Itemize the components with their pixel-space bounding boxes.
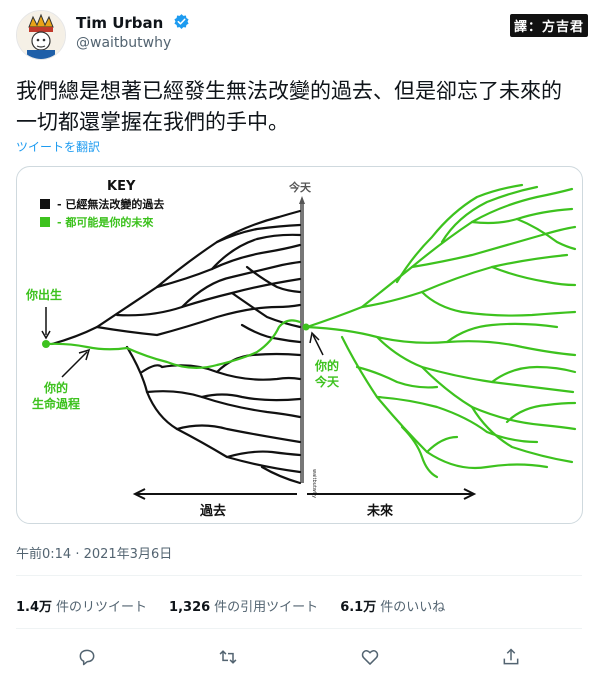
life-label-line1: 你的 <box>43 380 68 395</box>
author-name-row[interactable]: Tim Urban <box>76 13 190 32</box>
today-pointer-arrowhead-icon <box>309 331 320 344</box>
avatar[interactable] <box>16 10 66 60</box>
today-pointer-arrow <box>312 334 324 356</box>
key-past-swatch <box>40 199 50 209</box>
tweet-timestamp[interactable]: 午前0:14 · 2021年3月6日 <box>16 547 173 562</box>
divider-top <box>16 575 582 576</box>
reply-button[interactable] <box>70 640 104 674</box>
retweet-button[interactable] <box>211 640 245 674</box>
today-line <box>300 204 304 483</box>
key-future-swatch <box>40 217 50 227</box>
past-axis-arrow-icon <box>132 488 146 500</box>
tweet-actions <box>16 640 582 674</box>
your-today-line2: 今天 <box>314 374 340 389</box>
likes-count: 6.1万 <box>340 600 377 615</box>
verified-badge-icon <box>173 14 189 29</box>
today-dot <box>302 323 310 331</box>
life-arrow <box>61 351 88 378</box>
birth-dot <box>42 340 50 348</box>
reply-icon <box>79 649 95 666</box>
author-handle[interactable]: @waitbutwhy <box>76 35 172 51</box>
past-paths <box>50 209 302 485</box>
retweet-icon <box>219 650 237 664</box>
retweets-count: 1.4万 <box>16 600 53 615</box>
key-future-label: - 都可能是你的未來 <box>57 215 153 229</box>
likes-label: 件のいいね <box>380 600 446 615</box>
life-path <box>45 319 302 369</box>
like-button[interactable] <box>353 640 387 674</box>
birth-label: 你出生 <box>25 287 62 302</box>
life-arrowhead-icon <box>78 348 91 361</box>
quotes-count: 1,326 <box>169 600 211 615</box>
tweet-image[interactable]: KEY - 已經無法改變的過去 - 都可能是你的未來 今天 waitbutwhy <box>16 166 583 524</box>
life-label-line2: 生命過程 <box>32 396 80 411</box>
retweets-label: 件のリツイート <box>56 600 148 615</box>
translator-badge: 譯：方吉君 <box>509 14 588 37</box>
your-today-line1: 你的 <box>314 358 339 373</box>
signature: waitbutwhy <box>311 469 317 498</box>
today-arrow-icon <box>299 196 305 204</box>
future-axis-arrow-icon <box>463 488 477 500</box>
like-icon <box>361 650 378 665</box>
share-icon <box>503 648 519 665</box>
life-paths-illustration: KEY - 已經無法改變的過去 - 都可能是你的未來 今天 waitbutwhy <box>25 179 577 519</box>
future-axis-label: 未來 <box>366 503 394 519</box>
past-axis-label: 過去 <box>199 503 226 519</box>
author-name[interactable]: Tim Urban <box>76 14 164 32</box>
translate-tweet-link[interactable]: ツイートを翻訳 <box>16 140 101 154</box>
avatar-king-card-icon <box>17 11 65 59</box>
likes-stat[interactable]: 6.1万件のいいね <box>340 596 445 615</box>
tweet-text: 我們總是想著已經發生無法改變的過去、但是卻忘了未來的一切都還掌握在我們的手中。 <box>16 79 562 134</box>
retweets-stat[interactable]: 1.4万件のリツイート <box>16 596 147 615</box>
key-past-label: - 已經無法改變的過去 <box>57 197 164 211</box>
quotes-label: 件の引用ツイート <box>214 600 319 615</box>
future-paths <box>305 183 577 479</box>
today-label: 今天 <box>288 180 312 194</box>
divider-bottom <box>16 628 582 629</box>
key-title: KEY <box>107 179 136 194</box>
birth-arrowhead-icon <box>41 330 51 340</box>
share-button[interactable] <box>494 640 528 674</box>
